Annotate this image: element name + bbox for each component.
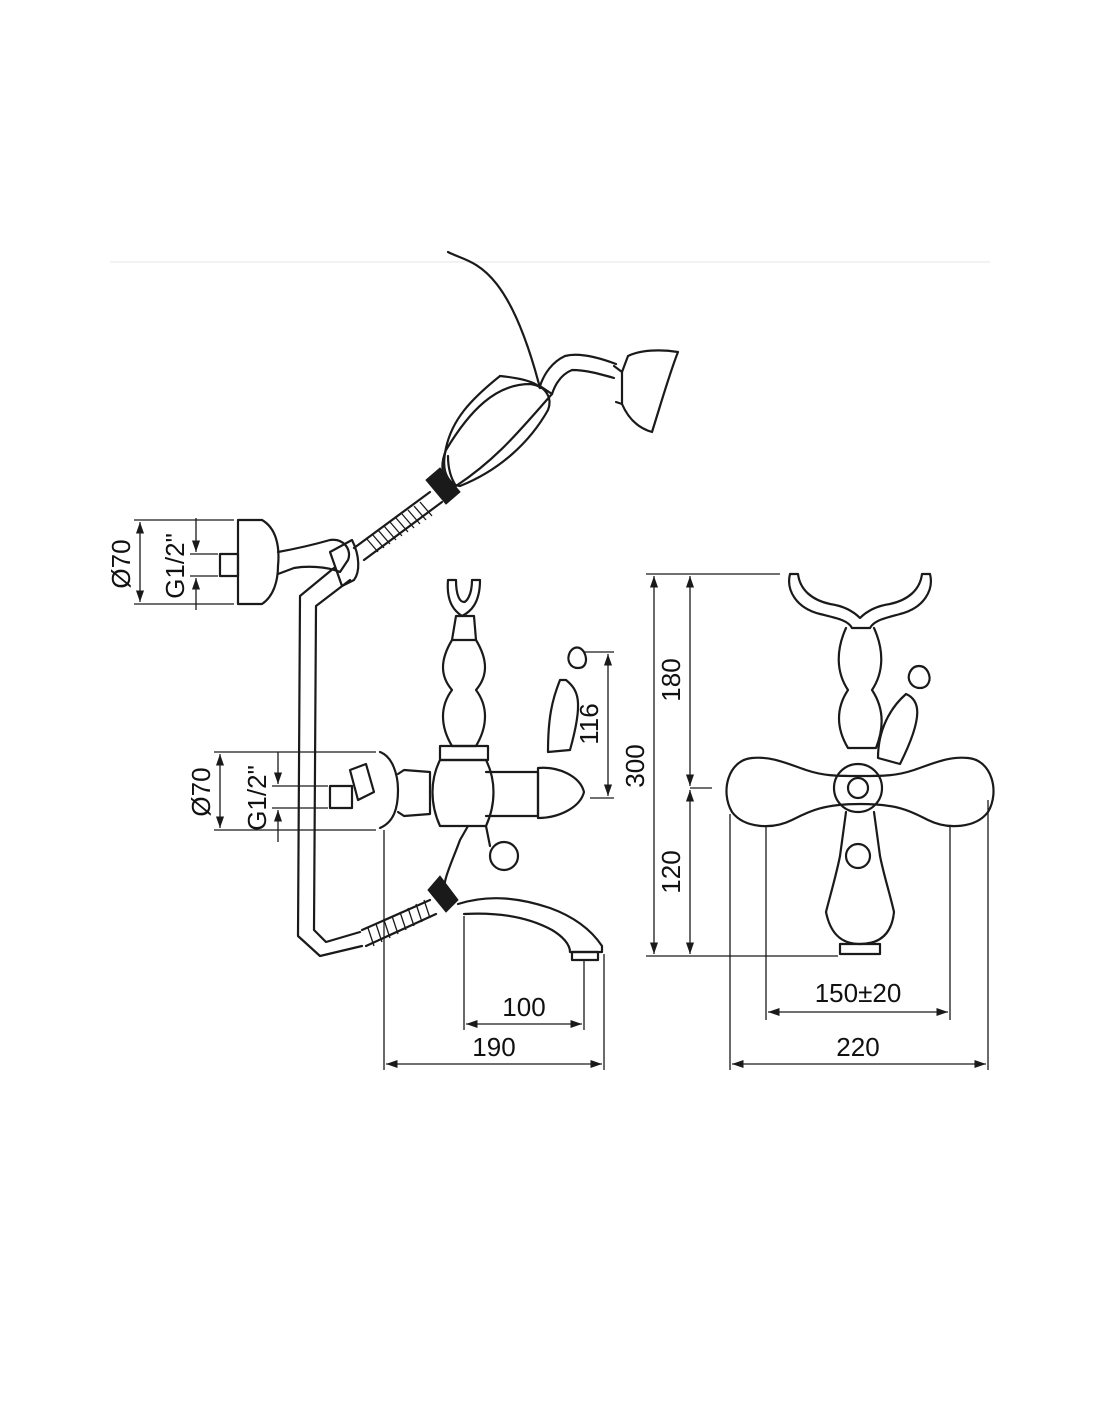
- dim-spout-reach: 100: [463, 916, 585, 1030]
- dim-handle-height: 116: [574, 651, 614, 799]
- dim-total-width-label: 220: [836, 1032, 879, 1062]
- dim-spout-reach-label: 100: [502, 992, 545, 1022]
- mixer-front-view: [725, 572, 995, 956]
- hand-shower-handle: [441, 382, 551, 488]
- shower-hose: [296, 490, 444, 958]
- hand-shower: [443, 250, 680, 488]
- dim-bracket-diameter: Ø70: [106, 519, 234, 605]
- dim-centre-distance-label: 150±20: [815, 978, 902, 1008]
- dim-upper-height-label: 180: [656, 658, 686, 701]
- dim-mixer-diameter-label: Ø70: [186, 767, 216, 816]
- dim-upper-height: 180: [656, 576, 712, 789]
- dim-total-height: 300: [620, 573, 838, 957]
- dim-bracket-diameter-label: Ø70: [106, 539, 136, 588]
- dim-bracket-thread-label: G1/2": [160, 533, 190, 599]
- wall-bracket: [218, 518, 360, 606]
- dim-mixer-diameter: Ø70: [186, 751, 376, 831]
- dim-total-depth-label: 190: [472, 1032, 515, 1062]
- dim-mixer-thread-label: G1/2": [242, 765, 272, 831]
- hose-connector-top: [425, 467, 461, 505]
- dim-mixer-thread: G1/2": [242, 752, 328, 842]
- dim-lower-height: 120: [656, 790, 695, 954]
- dim-handle-height-label: 116: [574, 703, 604, 744]
- dim-total-height-label: 300: [620, 744, 650, 787]
- dim-lower-height-label: 120: [656, 850, 686, 893]
- dim-centre-distance: 150±20: [765, 826, 951, 1020]
- mixer-side-view: [328, 578, 604, 962]
- dim-total-width: 220: [729, 800, 989, 1070]
- hose-connector-bottom: [427, 875, 459, 913]
- dim-total-depth: 190: [383, 830, 605, 1070]
- dim-bracket-thread: G1/2": [160, 518, 218, 610]
